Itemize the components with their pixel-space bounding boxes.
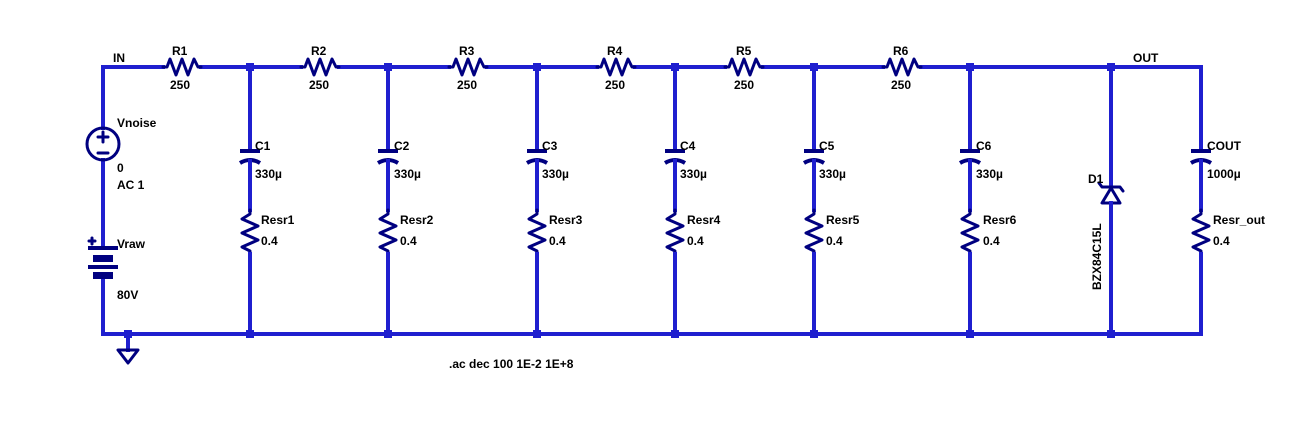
capacitor-name: C1	[255, 139, 271, 153]
capacitor-name: C2	[394, 139, 410, 153]
resistor-value: 250	[891, 78, 911, 92]
resistor-name: R2	[311, 44, 327, 58]
battery-cell	[93, 272, 113, 279]
source-ac: AC 1	[117, 178, 145, 192]
source-value: 80V	[117, 288, 138, 302]
capacitor-name: COUT	[1207, 139, 1242, 153]
resistor-value: 250	[605, 78, 625, 92]
shunt-branch-1: C1 330µ Resr1 0.4	[238, 65, 295, 336]
resistor-icon	[881, 57, 923, 77]
resistor-name: R1	[172, 44, 188, 58]
resistor-icon	[527, 208, 547, 256]
esr-value: 0.4	[983, 234, 1000, 248]
net-label-in: IN	[113, 51, 125, 65]
series-resistor-r2: R2 250	[299, 44, 341, 92]
resistor-icon	[804, 208, 824, 256]
resistor-name: R4	[607, 44, 623, 58]
series-resistor-r3: R3 250	[447, 44, 489, 92]
net-label-out: OUT	[1133, 51, 1159, 65]
resistor-name: R5	[736, 44, 752, 58]
shunt-branch-6: C6 330µ Resr6 0.4	[958, 65, 1017, 336]
zener-diode-icon	[1100, 186, 1122, 205]
capacitor-value: 330µ	[394, 167, 421, 181]
noise-source: Vnoise 0 AC 1	[85, 116, 157, 192]
capacitor-value: 330µ	[680, 167, 707, 181]
esr-value: 0.4	[826, 234, 843, 248]
shunt-branch-2: C2 330µ Resr2 0.4	[376, 65, 434, 336]
resistor-value: 250	[309, 78, 329, 92]
diode-name: D1	[1088, 172, 1104, 186]
esr-value: 0.4	[261, 234, 278, 248]
resistor-icon	[723, 57, 765, 77]
junctions	[124, 63, 1115, 338]
resistor-icon	[299, 57, 341, 77]
capacitor-name: C6	[976, 139, 992, 153]
ground-icon	[116, 348, 140, 365]
esr-name: Resr2	[400, 213, 434, 227]
source-dc: 0	[117, 161, 124, 175]
series-resistor-r5: R5 250	[723, 44, 765, 92]
esr-name: Resr4	[687, 213, 721, 227]
dc-source: Vraw 80V	[87, 236, 146, 302]
resistor-name: R6	[893, 44, 909, 58]
resistor-value: 250	[734, 78, 754, 92]
resistor-icon	[240, 208, 260, 256]
capacitor-value: 1000µ	[1207, 167, 1241, 181]
esr-name: Resr3	[549, 213, 583, 227]
source-name: Vnoise	[117, 116, 157, 130]
esr-name: Resr6	[983, 213, 1017, 227]
capacitor-name: C3	[542, 139, 558, 153]
resistor-icon	[665, 208, 685, 256]
resistor-icon	[1191, 208, 1211, 256]
junction-dot	[124, 330, 132, 338]
resistor-icon	[378, 208, 398, 256]
esr-value: 0.4	[549, 234, 566, 248]
zener-bar	[1097, 181, 1125, 193]
esr-name: Resr1	[261, 213, 295, 227]
resistor-value: 250	[457, 78, 477, 92]
shunt-branch-5: C5 330µ Resr5 0.4	[802, 65, 860, 336]
capacitor-value: 330µ	[255, 167, 282, 181]
capacitor-value: 330µ	[542, 167, 569, 181]
spice-directive[interactable]: .ac dec 100 1E-2 1E+8	[449, 357, 574, 371]
shunt-branch-4: C4 330µ Resr4 0.4	[663, 65, 721, 336]
capacitor-value: 330µ	[819, 167, 846, 181]
wires	[101, 65, 1203, 352]
ac-source-icon	[85, 126, 121, 162]
capacitor-name: C5	[819, 139, 835, 153]
series-resistor-r4: R4 250	[595, 44, 637, 92]
esr-value: 0.4	[1213, 234, 1230, 248]
battery-cell	[93, 255, 113, 262]
esr-value: 0.4	[687, 234, 704, 248]
resistor-icon	[161, 57, 203, 77]
series-resistor-r1: R1 250	[161, 44, 203, 92]
capacitor-value: 330µ	[976, 167, 1003, 181]
resistor-name: R3	[459, 44, 475, 58]
resistor-icon	[595, 57, 637, 77]
zener-diode: D1 BZX84C15L	[1088, 65, 1125, 336]
resistor-icon	[447, 57, 489, 77]
esr-name: Resr5	[826, 213, 860, 227]
resistor-icon	[960, 208, 980, 256]
esr-value: 0.4	[400, 234, 417, 248]
resistor-value: 250	[170, 78, 190, 92]
shunt-branch-3: C3 330µ Resr3 0.4	[525, 65, 583, 336]
series-resistor-r6: R6 250	[881, 44, 923, 92]
output-branch: COUT 1000µ Resr_out 0.4	[1189, 65, 1265, 336]
diode-part: BZX84C15L	[1090, 223, 1104, 290]
capacitor-name: C4	[680, 139, 696, 153]
source-name: Vraw	[117, 237, 146, 251]
esr-name: Resr_out	[1213, 213, 1265, 227]
